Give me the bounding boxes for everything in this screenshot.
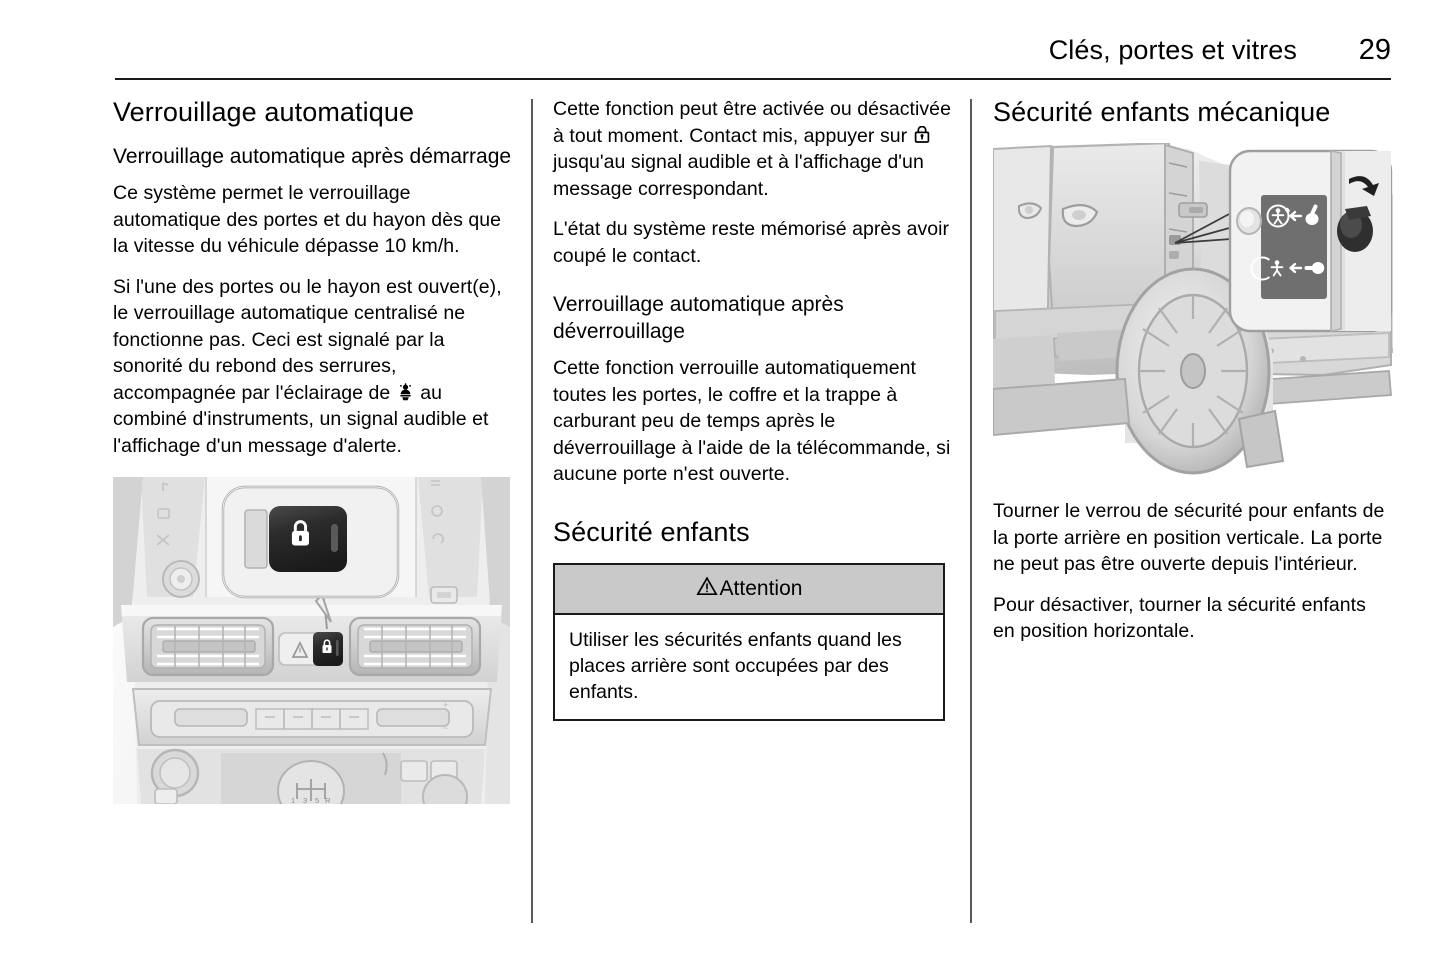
header-rule-divider	[115, 78, 1391, 80]
svg-text:−: −	[443, 723, 448, 733]
page-running-header: Clés, portes et vitres 29	[115, 34, 1391, 80]
callout-bubble-child-lock	[1228, 149, 1393, 333]
svg-text:5: 5	[315, 796, 319, 804]
spacer	[553, 502, 953, 516]
svg-text:+: +	[443, 700, 448, 710]
column-one: Verrouillage automatique Verrouillage au…	[113, 96, 513, 804]
warning-triangle-icon	[695, 576, 718, 601]
spacer	[553, 283, 953, 291]
attention-warning-header: Attention	[555, 564, 943, 615]
attention-warning-box: Attention Utiliser les sécurités enfants…	[553, 562, 945, 721]
column-divider-1	[531, 99, 533, 923]
paragraph-porte-ouverte: Si l'une des portes ou le hayon est ouve…	[113, 274, 513, 460]
attention-label: Attention	[719, 576, 803, 600]
svg-text:1: 1	[291, 796, 295, 804]
attention-text: Utiliser les sécurités enfants quand les…	[569, 628, 902, 703]
column-two: Cette fonction peut être activée ou désa…	[553, 96, 953, 721]
paragraph-vitesse-10kmh: Ce système permet le verrouillage automa…	[113, 182, 502, 257]
column-three: Sécurité enfants mécanique	[993, 96, 1393, 645]
page-number: 29	[1358, 34, 1391, 66]
paragraph-pour-desactiver: Pour désactiver, tourner la sécurité enf…	[993, 593, 1366, 643]
page-columns: Verrouillage automatique Verrouillage au…	[0, 96, 1445, 926]
attention-warning-body: Utiliser les sécurités enfants quand les…	[555, 614, 943, 719]
paragraph-porte-ouverte-part2: au combiné d'instruments, un signal audi…	[113, 381, 489, 457]
section-title-securite-enfants: Sécurité enfants	[553, 516, 750, 547]
paragraph-tourner-verrou: Tourner le verrou de sécurité pour enfan…	[993, 500, 1385, 575]
subsection-title-apres-deverrouillage: Verrouillage automatique après déverroui…	[553, 293, 844, 343]
paragraph-porte-ouverte-part1: Si l'une des portes ou le hayon est ouve…	[113, 275, 502, 404]
paragraph-activation-part1: Cette fonction peut être activée ou désa…	[553, 98, 951, 147]
svg-text:3: 3	[303, 796, 307, 804]
section-title-securite-enfants-mecanique: Sécurité enfants mécanique	[993, 97, 1331, 127]
vehicle-rear-door-child-lock-illustration	[993, 143, 1393, 482]
paragraph-activation-desactivation: Cette fonction peut être activée ou désa…	[553, 96, 953, 202]
paragraph-etat-memorise: L'état du système reste mémorisé après a…	[553, 218, 950, 267]
page-title: Clés, portes et vitres	[1048, 35, 1297, 65]
padlock-icon	[914, 125, 931, 144]
section-title-verrouillage-automatique: Verrouillage automatique	[113, 97, 415, 127]
paragraph-verrouille-automatiquement: Cette fonction verrouille automatiquemen…	[553, 357, 951, 485]
svg-text:R: R	[325, 796, 331, 804]
central-locking-warning-icon	[397, 382, 414, 401]
callout-bubble-lock-button	[221, 485, 400, 623]
subsection-title-apres-demarrage: Verrouillage automatique après démarrage	[113, 145, 512, 168]
hazard-and-lock-buttons-small	[278, 632, 343, 666]
column-divider-2	[970, 99, 972, 923]
paragraph-activation-part2: jusqu'au signal audible et à l'affichage…	[553, 151, 924, 200]
